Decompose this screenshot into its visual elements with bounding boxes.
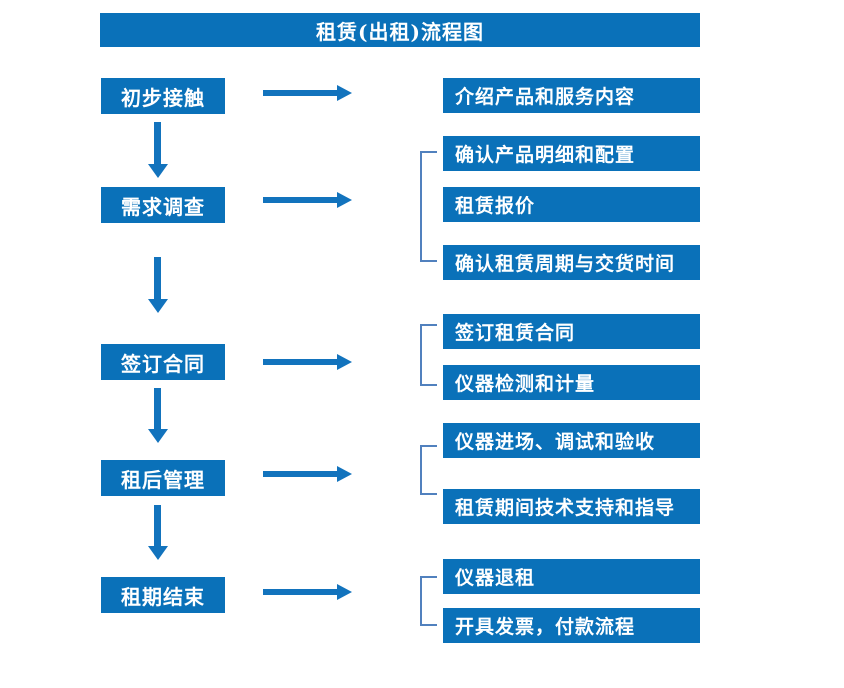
detail-box-instrument-testing: 仪器检测和计量 — [443, 365, 700, 400]
detail-label: 签订租赁合同 — [455, 322, 576, 344]
detail-box-invoice-payment: 开具发票，付款流程 — [443, 608, 700, 643]
flowchart-title-bar: 租赁(出租)流程图 — [100, 13, 700, 47]
bracket-group-rental-end — [420, 576, 437, 626]
stage-box-demand-survey: 需求调查 — [101, 187, 225, 223]
arrow-head — [337, 584, 352, 600]
arrow-head — [147, 546, 168, 560]
arrow-right-icon-2 — [263, 192, 352, 208]
detail-box-introduce-products: 介绍产品和服务内容 — [443, 78, 700, 113]
arrow-right-icon-5 — [263, 584, 352, 600]
detail-label: 仪器进场、调试和验收 — [455, 431, 656, 453]
detail-box-confirm-product-details: 确认产品明细和配置 — [443, 136, 700, 171]
arrow-down-icon-1 — [147, 122, 168, 178]
arrow-shaft — [263, 197, 337, 203]
arrow-head — [337, 354, 352, 370]
arrow-shaft — [263, 90, 337, 96]
stage-label: 签订合同 — [121, 351, 205, 376]
detail-label: 开具发票，付款流程 — [455, 616, 636, 638]
arrow-down-icon-4 — [147, 505, 168, 560]
arrow-shaft — [154, 257, 161, 299]
detail-box-instrument-setup: 仪器进场、调试和验收 — [443, 423, 700, 458]
arrow-head — [337, 85, 352, 101]
stage-label: 租期结束 — [121, 584, 205, 609]
detail-label: 介绍产品和服务内容 — [455, 86, 636, 108]
arrow-shaft — [154, 505, 161, 546]
stage-box-initial-contact: 初步接触 — [101, 78, 225, 114]
detail-label: 仪器退租 — [455, 567, 536, 589]
arrow-shaft — [154, 122, 161, 164]
stage-box-sign-contract: 签订合同 — [101, 344, 225, 380]
detail-box-sign-rental-contract: 签订租赁合同 — [443, 314, 700, 349]
arrow-shaft — [263, 359, 337, 365]
arrow-down-icon-3 — [147, 388, 168, 443]
stage-box-post-rental-management: 租后管理 — [101, 460, 225, 496]
stage-box-rental-end: 租期结束 — [101, 577, 225, 613]
bracket-group-post-rental — [420, 445, 437, 495]
detail-box-rental-quote: 租赁报价 — [443, 187, 700, 222]
stage-label: 需求调查 — [121, 194, 205, 219]
bracket-group-demand-survey — [420, 151, 437, 262]
detail-box-confirm-rental-period: 确认租赁周期与交货时间 — [443, 245, 700, 280]
arrow-head — [337, 466, 352, 482]
detail-label: 确认产品明细和配置 — [455, 144, 636, 166]
detail-box-technical-support: 租赁期间技术支持和指导 — [443, 489, 700, 524]
bracket-group-sign-contract — [420, 324, 437, 386]
stage-label: 初步接触 — [121, 85, 205, 110]
detail-label: 租赁报价 — [455, 195, 536, 217]
arrow-right-icon-4 — [263, 466, 352, 482]
stage-label: 租后管理 — [121, 467, 205, 492]
arrow-head — [147, 429, 168, 443]
arrow-shaft — [154, 388, 161, 429]
detail-label: 确认租赁周期与交货时间 — [455, 253, 676, 275]
arrow-shaft — [263, 589, 337, 595]
arrow-down-icon-2 — [147, 257, 168, 313]
detail-box-instrument-return: 仪器退租 — [443, 559, 700, 594]
arrow-head — [147, 164, 168, 178]
detail-label: 租赁期间技术支持和指导 — [455, 497, 676, 519]
flowchart-title: 租赁(出租)流程图 — [316, 19, 484, 44]
arrow-right-icon-1 — [263, 85, 352, 101]
detail-label: 仪器检测和计量 — [455, 373, 596, 395]
arrow-shaft — [263, 471, 337, 477]
arrow-right-icon-3 — [263, 354, 352, 370]
arrow-head — [147, 299, 168, 313]
arrow-head — [337, 192, 352, 208]
